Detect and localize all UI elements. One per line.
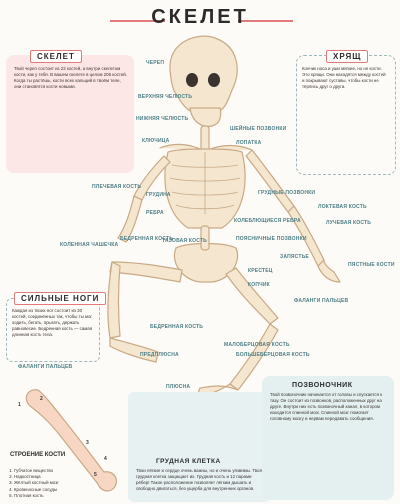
label-rib: РЕБРА [146,210,164,216]
structure-item: Жёлтый костный мозг [14,480,94,486]
left-femur-icon [109,261,183,283]
structure-marker-1: 1 [18,402,21,408]
label-ulna: ЛОКТЕВАЯ КОСТЬ [318,204,367,210]
bone-structure-list: Губчатое вещество Надкостница Жёлтый кос… [6,468,94,499]
right-eye-socket-icon [208,73,220,87]
left-foot-icon [109,337,159,363]
jaw-icon [189,107,222,127]
cartilage-box-text: Кончик носа и уши мягкие, но не кости. Э… [302,66,386,89]
skull-icon [169,35,238,113]
label-skull: ЧЕРЕП [146,60,165,66]
label-kneecap: КОЛЕННАЯ ЧАШЕЧКА [60,242,119,248]
right-humerus-icon [245,149,295,213]
left-forearm-icon [117,195,143,243]
legs-box-text: Каждая из твоих ног состоит из 30 костей… [12,308,93,337]
label-finger-phalanges: ФАЛАНГИ ПАЛЬЦЕВ [294,298,349,304]
label-tibia: МАЛОБЕРЦОВАЯ КОСТЬ [224,342,290,348]
structure-marker-4: 4 [104,456,107,462]
bone-structure-title: СТРОЕНИЕ КОСТИ [10,452,66,458]
label-thoracic: ГРУДНЫЕ ПОЗВОНКИ [258,190,316,196]
label-metatarsal: ПЛЮСНА [166,384,191,390]
label-femur: БЕДРЕННАЯ КОСТЬ [150,324,204,330]
left-eye-socket-icon [186,73,198,87]
legs-box-title: СИЛЬНЫЕ НОГИ [14,292,107,305]
spine-text: Твой позвоночник начинается от головы и … [270,392,383,421]
cervical-spine-icon [200,125,210,153]
structure-marker-5: 5 [94,472,97,478]
label-sacrum: КРЕСТЕЦ [248,268,273,274]
label-fibula: БОЛЬШЕБЕРЦОВАЯ КОСТЬ [236,352,310,358]
label-wrist: ЗАПЯСТЬЕ [280,254,309,260]
skeleton-info-box [6,55,134,173]
structure-item: Кровеносные сосуды [14,487,94,493]
left-tibia-icon [107,261,121,339]
label-pelvis: ТАЗОВАЯ КОСТЬ [162,238,207,244]
label-upper-jaw: ВЕРХНЯЯ ЧЕЛЮСТЬ [138,94,193,100]
bone-structure-icon [25,389,117,492]
page-title: СКЕЛЕТ [151,6,249,28]
chest-info-box [128,392,270,502]
right-femur-icon [225,267,279,325]
label-sternum: ГРУДИНА [146,192,171,198]
structure-item: Надкостница [14,474,94,480]
title-underline-right [238,20,293,22]
chest-title: ГРУДНАЯ КЛЕТКА [156,458,221,465]
spine-title: ПОЗВОНОЧНИК [292,382,353,389]
structure-item: Плотная кость [14,493,94,499]
label-radius: ЛУЧЕВАЯ КОСТЬ [326,220,372,226]
title-underline-left [110,20,165,22]
label-tarsus: ПРЕДПЛЮСНА [140,352,179,358]
label-metacarpal: ПЯСТНЫЕ КОСТИ [348,262,395,268]
structure-marker-2: 2 [40,396,43,402]
skeleton-box-title: СКЕЛЕТ [30,50,82,63]
label-femur-small: БЕДРЕННАЯ КОСТЬ [120,236,174,242]
right-hand-icon [317,259,341,283]
label-lower-jaw: НИЖНЯЯ ЧЕЛЮСТЬ [136,116,189,122]
structure-marker-3: 3 [86,440,89,446]
cartilage-box-title: ХРЯЩ [326,50,369,63]
spine-info-box [262,376,394,500]
label-humerus: ПЛЕЧЕВАЯ КОСТЬ [92,184,142,190]
lumbar-spine-icon [200,225,210,251]
label-cervical: ШЕЙНЫЕ ПОЗВОНКИ [230,126,287,132]
structure-item: Губчатое вещество [14,468,94,474]
label-collarbone: КЛЮЧИЦА [142,138,170,144]
chest-text: Твои лёгкие и сердце очень важны, но и о… [136,468,262,491]
label-toe-phalanges: ФАЛАНГИ ПАЛЬЦЕВ [18,364,73,370]
label-scapula: ЛОПАТКА [236,140,262,146]
skeleton-box-text: Твой череп состоит из 22 костей, а внутр… [14,66,127,89]
label-floating-rib: КОЛЕБЛЮЩИЕСЯ РЕБРА [234,218,301,224]
label-coccyx: КОПЧИК [248,282,270,288]
label-lumbar: ПОЯСНИЧНЫЕ ПОЗВОНКИ [236,236,307,242]
